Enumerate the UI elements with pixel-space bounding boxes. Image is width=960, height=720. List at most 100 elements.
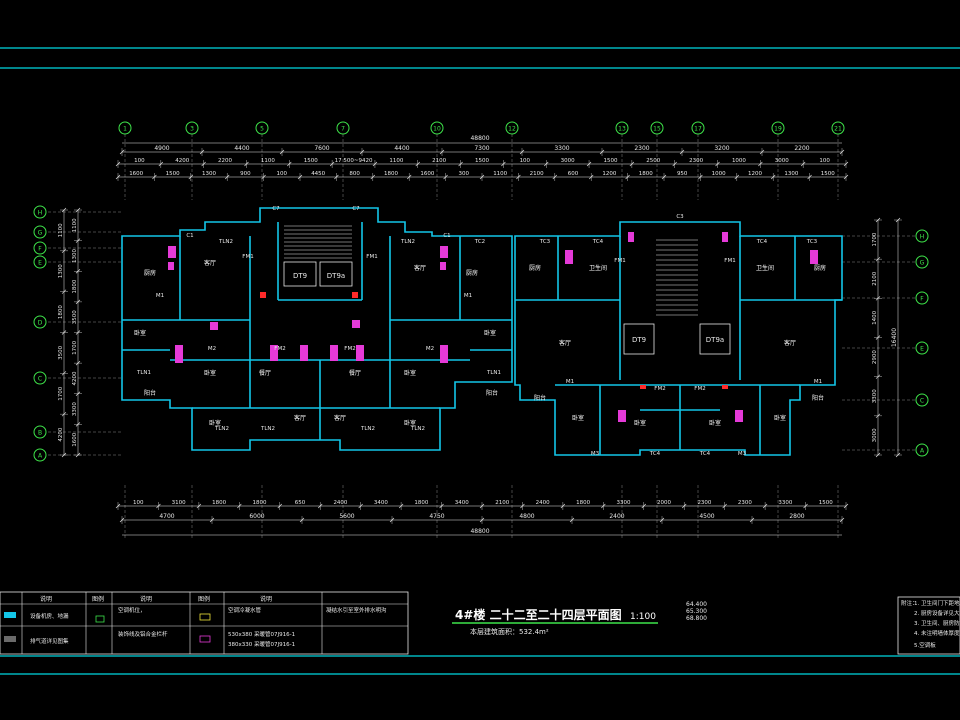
- red-markers: [260, 292, 728, 389]
- dimension-text: 3300: [778, 500, 792, 506]
- dimension-text: 4800: [519, 513, 534, 520]
- core-left: [283, 225, 353, 287]
- dimension-text: 3300: [872, 389, 878, 403]
- window-door-label: TC3: [806, 239, 818, 245]
- dimension-text: 1300: [784, 171, 798, 177]
- dimension-text: 2300: [697, 500, 711, 506]
- dimension-text: 1000: [712, 171, 726, 177]
- window-door-label: TLN2: [400, 239, 415, 245]
- window-door-label: M1: [566, 379, 574, 385]
- legend-header: 说明: [260, 595, 272, 603]
- legend-cell: 空调机位，: [118, 606, 146, 614]
- room-label: 卧室: [404, 369, 416, 377]
- core-right: [623, 239, 731, 355]
- right-unit-outline: [514, 221, 843, 456]
- dimension-text: 2900: [872, 350, 878, 364]
- dimension-text: 1800: [414, 500, 428, 506]
- left-dimension-chain: 1100130018003500170042003300160011001300…: [58, 207, 82, 458]
- dimension-text: 17 500~9420: [335, 158, 373, 164]
- grid-bubble: [430, 121, 444, 135]
- drawing-title: 4#楼 二十二至二十四层平面图 1:100 本层建筑面积：532.4m² 64.…: [452, 601, 707, 636]
- bath-fixtures: [168, 232, 818, 422]
- room-label: 厨房: [814, 264, 826, 272]
- dimension-text: 1800: [72, 279, 78, 293]
- window-door-label: FM1: [366, 254, 377, 260]
- note-line: 4. 未注明墙体厚度为: [914, 629, 960, 637]
- dimension-text: 2500: [646, 158, 660, 164]
- dimension-text: 4200: [72, 371, 78, 385]
- dimension-text: 1800: [576, 500, 590, 506]
- dimension-text: 100: [819, 158, 830, 164]
- room-labels: 厨房客厅厨房客厅卧室卧室餐厅餐厅卧室卧室卧室客厅客厅卧室厨房卫生间卫生间厨房客厅…: [134, 259, 826, 427]
- grid-bubble: [915, 341, 929, 355]
- dimension-text: 2200: [218, 158, 232, 164]
- dimension-text: 1500: [166, 171, 180, 177]
- window-door-label: M2: [426, 346, 434, 352]
- grid-label: B: [38, 430, 42, 437]
- legend-header: 图例: [92, 595, 104, 603]
- legend-cell: 380x330 采暖管07J916-1: [228, 640, 295, 648]
- dimension-text: 1600: [129, 171, 143, 177]
- window-door-label: C7: [272, 206, 280, 212]
- window-door-label: C1: [443, 233, 450, 239]
- elevator-label: DT9a: [706, 336, 724, 344]
- dimension-text: 2100: [530, 171, 544, 177]
- dimension-text: 100: [134, 158, 145, 164]
- dimension-text: 1100: [389, 158, 403, 164]
- dimension-text: 1600: [72, 432, 78, 446]
- grid-bubble: [33, 241, 47, 255]
- grid-label: D: [38, 320, 43, 327]
- grid-label: A: [920, 448, 925, 455]
- grid-label: 1: [123, 126, 127, 133]
- dimension-text: 1200: [602, 171, 616, 177]
- dimension-text: 2400: [536, 500, 550, 506]
- legend-header: 图例: [198, 595, 210, 603]
- room-label: 客厅: [784, 339, 796, 347]
- dimension-text: 1700: [72, 340, 78, 354]
- room-label: 卧室: [484, 329, 496, 337]
- dimension-text: 1500: [603, 158, 617, 164]
- dimension-text: 1800: [639, 171, 653, 177]
- dimension-text: 800: [349, 171, 360, 177]
- window-door-label: TC4: [756, 239, 768, 245]
- overall-dimension: 48800: [470, 135, 489, 142]
- dimension-text: 3400: [374, 500, 388, 506]
- window-door-label: TC4: [592, 239, 604, 245]
- window-door-label: TLN2: [260, 426, 275, 432]
- dimension-text: 4400: [234, 145, 249, 152]
- dimension-text: 4700: [159, 513, 174, 520]
- legend-cell: 设备机房、地漏: [30, 612, 69, 620]
- window-door-label: TC4: [699, 451, 711, 457]
- dimension-text: 16400: [891, 328, 898, 347]
- room-label: 餐厅: [259, 369, 271, 377]
- legend-cell: 装饰线及铝合金栏杆: [118, 630, 168, 638]
- grid-bubble: [33, 225, 47, 239]
- dimension-text: 5600: [339, 513, 354, 520]
- dimension-text: 650: [295, 500, 306, 506]
- window-door-label: TLN1: [486, 370, 501, 376]
- overall-dimension: 48800: [470, 528, 489, 535]
- dimension-text: 4450: [311, 171, 325, 177]
- area-note: 本层建筑面积：532.4m²: [470, 627, 549, 636]
- dimension-text: 2300: [689, 158, 703, 164]
- room-label: 餐厅: [349, 369, 361, 377]
- notes-box: 附注： 1. 卫生间门下距地100 2. 厨房设备详见大样 3. 卫生间、厨房防…: [897, 596, 960, 655]
- window-door-label: TLN2: [360, 426, 375, 432]
- room-label: 客厅: [334, 414, 346, 422]
- grid-bubble: [185, 121, 199, 135]
- dimension-text: 3500: [72, 310, 78, 324]
- room-label: 客厅: [204, 259, 216, 267]
- grid-bubble: [33, 425, 47, 439]
- grid-bubble: [915, 443, 929, 457]
- grid-label: 15: [653, 126, 661, 133]
- grid-bubble: [771, 121, 785, 135]
- dimension-text: 100: [520, 158, 531, 164]
- note-line: 1. 卫生间门下距地100: [914, 599, 960, 607]
- grid-bubble: [33, 205, 47, 219]
- dimension-text: 300: [459, 171, 470, 177]
- window-door-label: M1: [814, 379, 822, 385]
